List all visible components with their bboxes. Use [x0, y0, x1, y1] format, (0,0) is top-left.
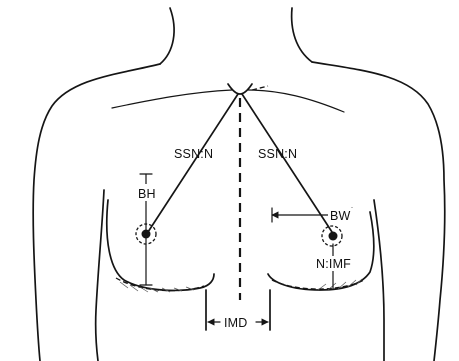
bw-label: BW — [330, 209, 351, 223]
clavicle-left — [112, 90, 232, 108]
nipple-right — [322, 226, 342, 246]
torso-outline — [33, 8, 445, 361]
imd-label: IMD — [224, 316, 248, 330]
arm-crease-right — [374, 200, 384, 361]
clavicle-right — [248, 90, 344, 112]
neck-left — [160, 8, 174, 64]
breast-right — [268, 212, 374, 290]
n-imf-label: N:IMF — [316, 257, 351, 271]
sternal-notch — [228, 84, 268, 94]
bh-label: BH — [138, 187, 156, 201]
neck-right — [292, 8, 312, 62]
ssn-n-label-right: SSN:N — [258, 147, 297, 161]
ssn-n-line-right — [242, 94, 332, 232]
arm-crease-left — [96, 190, 104, 361]
ssn-n-line-left — [148, 94, 238, 232]
ssn-n-label-left: SSN:N — [174, 147, 213, 161]
